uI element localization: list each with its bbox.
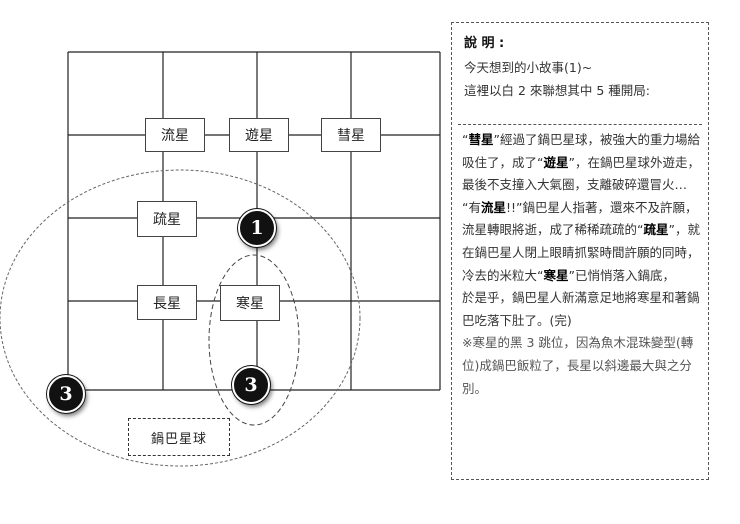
story-paragraph-1: “彗星”經過了鍋巴星球，被強大的重力場給吸住了，成了“遊星”，在鍋巴星球外遊走，… bbox=[462, 132, 700, 193]
label-hui-xing: 彗星 bbox=[321, 118, 381, 152]
black-stone-3-left: 3 bbox=[47, 375, 85, 413]
label-you-xing: 遊星 bbox=[229, 118, 289, 152]
panel-title: 說 明 : bbox=[464, 36, 505, 51]
black-stone-3-center: 3 bbox=[232, 366, 270, 404]
planet-label: 鍋巴星球 bbox=[128, 418, 230, 456]
story-paragraph-3: 於是乎，鍋巴星人新滿意足地將寒星和著鍋巴吃落下肚了。(完) bbox=[462, 290, 700, 328]
intro-line-1: 今天想到的小故事(1)~ bbox=[464, 60, 593, 75]
story-text: “彗星”經過了鍋巴星球，被強大的重力場給吸住了，成了“遊星”，在鍋巴星球外遊走，… bbox=[462, 129, 704, 400]
label-chang-xing: 長星 bbox=[137, 285, 197, 320]
black-stone-1: 1 bbox=[238, 209, 276, 247]
panel-divider bbox=[458, 124, 702, 125]
label-liu-xing: 流星 bbox=[145, 118, 205, 152]
planet-outline bbox=[0, 169, 361, 467]
story-paragraph-2: “有流星!!”鍋巴星人指著，還來不及許願，流星轉眼將逝，成了稀稀疏疏的“疏星”，… bbox=[462, 199, 700, 283]
label-han-xing: 寒星 bbox=[220, 285, 280, 321]
explanation-panel: 說 明 : 今天想到的小故事(1)~ 這裡以白 2 來聯想其中 5 種開局: “… bbox=[451, 22, 709, 480]
label-shu-xing: 疏星 bbox=[137, 201, 197, 237]
han-xing-outline bbox=[208, 254, 300, 426]
intro-line-2: 這裡以白 2 來聯想其中 5 種開局: bbox=[464, 83, 651, 98]
story-note: ※寒星的黑 3 跳位，因為魚木混珠變型(轉位)成鍋巴飯粒了，長星以斜邊最大與之分… bbox=[462, 335, 694, 396]
